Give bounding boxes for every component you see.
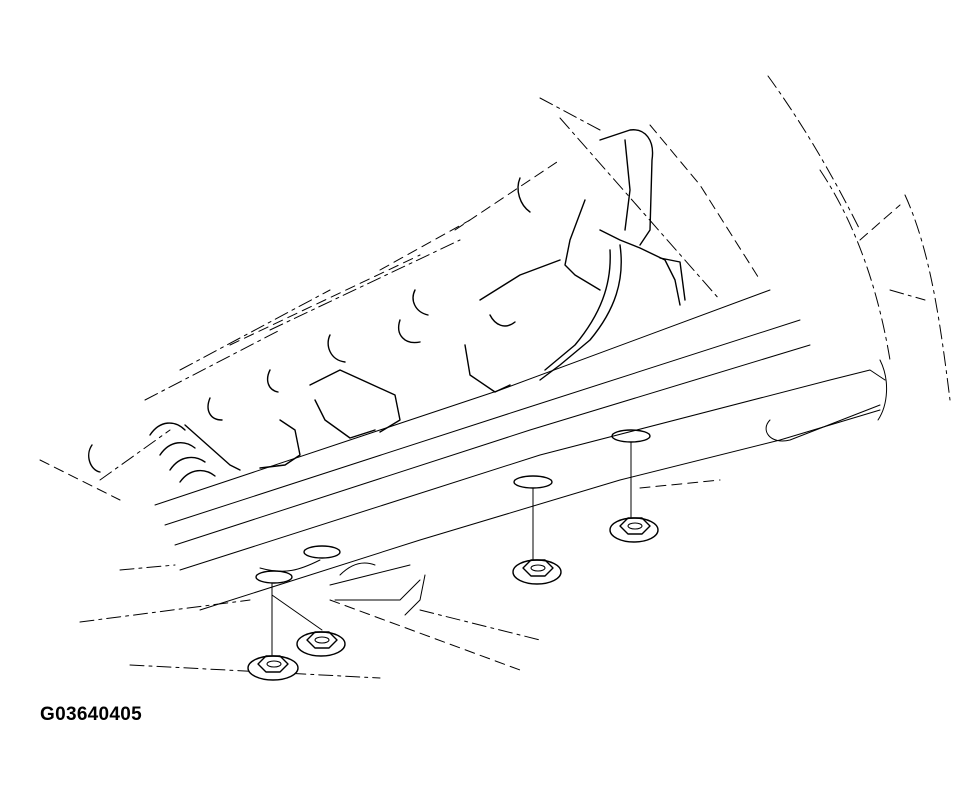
bolt-hole <box>255 570 293 584</box>
flange-nut <box>296 631 346 657</box>
bolt-hole-group <box>255 429 651 584</box>
bolt-hole <box>513 475 553 489</box>
transmission-housing <box>207 129 686 421</box>
flange-nut <box>609 517 659 543</box>
lower-dashed-outline <box>79 479 721 679</box>
figure-code-label: G03640405 <box>40 704 143 725</box>
background-body-outline <box>39 75 951 501</box>
crossmember <box>154 289 888 616</box>
flange-nut <box>512 559 562 585</box>
flange-nut <box>247 655 299 681</box>
alignment-lines <box>271 441 632 656</box>
mount-bracket <box>259 369 401 469</box>
left-component-ribs <box>88 422 241 483</box>
bolt-hole <box>303 545 341 559</box>
